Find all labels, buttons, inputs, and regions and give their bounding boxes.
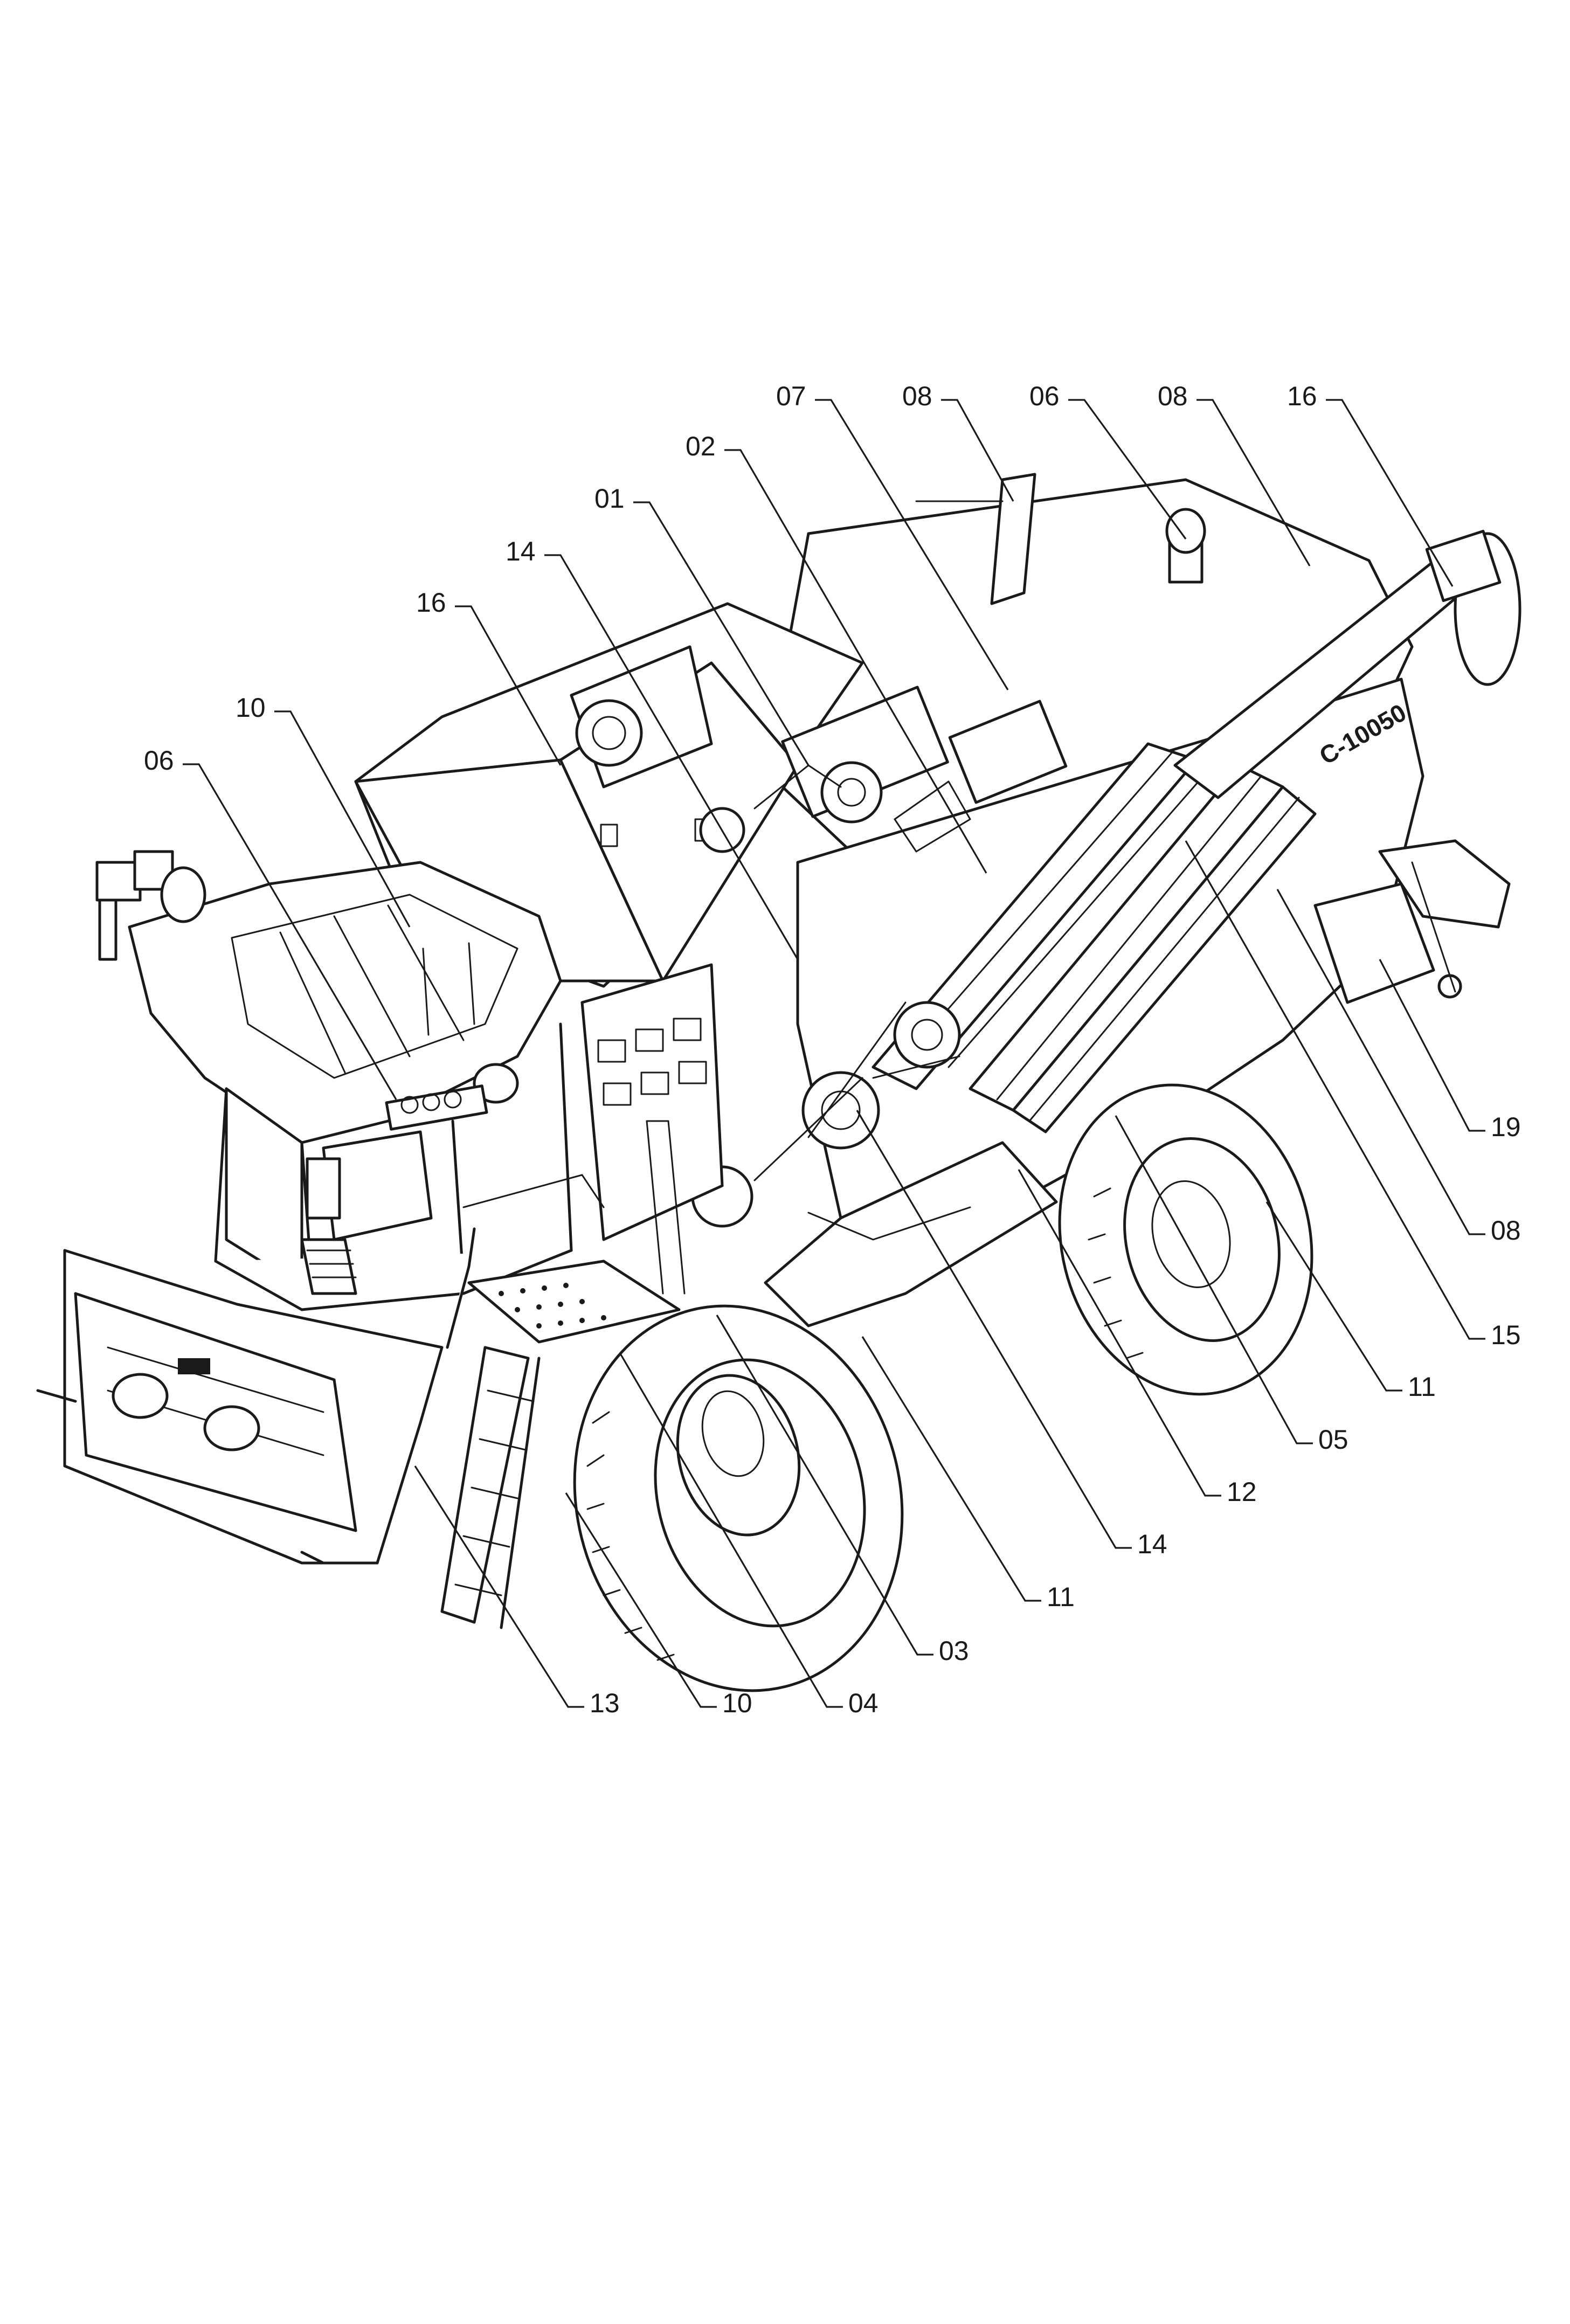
operator-seat [300,1130,433,1295]
svg-text:11: 11 [1408,1372,1436,1402]
callout-08-right: 08 [1276,889,1521,1246]
svg-text:06: 06 [144,745,174,776]
svg-text:14: 14 [1137,1529,1167,1559]
roof-light-bar [385,1084,488,1131]
straw-spreader [1313,839,1511,1004]
callout-19: 19 [1379,959,1521,1142]
svg-text:07: 07 [776,381,806,411]
callout-10-left: 10 [236,693,411,928]
callout-layer: 07 08 06 08 16 02 01 14 [144,381,1521,1718]
rear-beacon [1165,508,1206,584]
callout-02: 02 [686,431,987,874]
combine-harvester-drawing: C-10050 [36,473,1521,1692]
access-ladder [440,1227,541,1629]
svg-text:10: 10 [236,693,266,723]
auger-outlet [1425,529,1502,603]
svg-text:16: 16 [416,587,446,618]
callout-06-top: 06 [1029,381,1187,540]
callout-16-left: 16 [416,587,562,766]
svg-text:04: 04 [848,1688,879,1718]
svg-text:08: 08 [1491,1215,1521,1246]
electrical-panel [580,963,724,1241]
svg-text:15: 15 [1491,1320,1521,1350]
operator-platform [467,1260,681,1344]
callout-08-top-a: 08 [902,381,1014,502]
callout-14-top: 14 [506,536,799,960]
callout-13: 13 [414,1465,620,1718]
svg-text:03: 03 [939,1636,969,1666]
handrail [646,1120,686,1295]
chassis-frame [764,1141,1058,1327]
callout-16-top: 16 [1287,381,1454,587]
svg-text:11: 11 [1047,1582,1075,1612]
svg-text:14: 14 [506,536,536,566]
callout-12: 12 [1018,1169,1257,1507]
straw-walker-grille [872,742,1317,1133]
cab-roof [128,861,562,1144]
callout-15: 15 [1185,840,1521,1350]
svg-text:08: 08 [1158,381,1188,411]
svg-text:19: 19 [1491,1112,1521,1142]
callout-11-bottom: 11 [861,1336,1075,1612]
callout-01: 01 [594,483,810,766]
callout-08-top-b: 08 [1158,381,1311,566]
svg-text:06: 06 [1029,381,1060,411]
cab-frame [214,1022,573,1311]
rear-steer-wheel [1058,1083,1313,1396]
svg-text:02: 02 [686,431,716,461]
callout-04: 04 [619,1352,879,1718]
cab-work-lights [95,850,519,1104]
svg-text:16: 16 [1287,381,1317,411]
callout-06-left: 06 [144,745,397,1100]
svg-text:12: 12 [1227,1477,1257,1507]
svg-text:10: 10 [722,1688,752,1718]
callout-10-bottom: 10 [565,1492,752,1718]
callout-03: 03 [716,1315,969,1666]
platform-grating [499,1283,606,1329]
air-intake-tower [990,473,1036,605]
front-drive-wheel [573,1304,904,1692]
callout-14-bottom: 14 [856,1110,1167,1559]
callout-07-top: 07 [776,381,1009,690]
callout-05: 05 [1115,1115,1348,1455]
svg-text:05: 05 [1318,1424,1348,1455]
svg-text:13: 13 [590,1688,620,1718]
svg-text:08: 08 [902,381,932,411]
svg-text:01: 01 [594,483,625,514]
cab-roof-inner [231,894,518,1079]
callout-11-right: 11 [1265,1201,1436,1402]
